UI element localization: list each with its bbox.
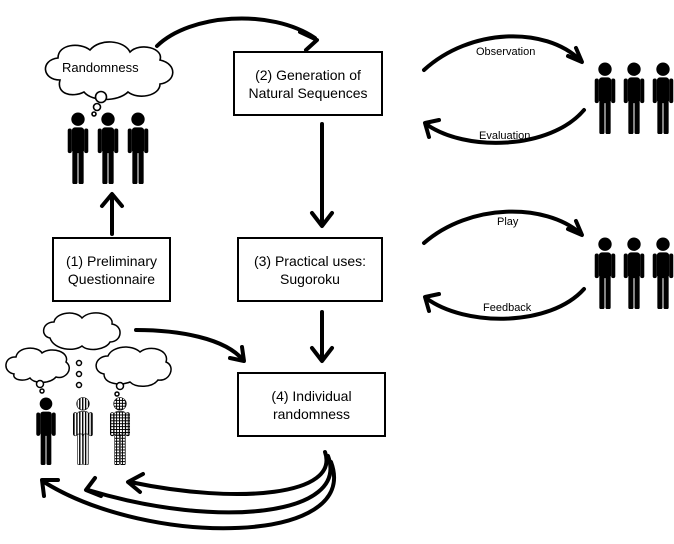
small-cloud-center [42, 312, 121, 351]
arrow-return-striped [86, 454, 333, 515]
observer-group-icon [594, 62, 674, 134]
arrow-observation [422, 34, 582, 72]
arrow-evaluation-head [423, 118, 441, 139]
arrow-return-solid [42, 460, 336, 531]
generation-line1: (2) Generation of [255, 66, 361, 83]
individual-line1: (4) Individual [271, 387, 352, 404]
arrow-return-grid [128, 450, 329, 497]
small-cloud-left [5, 347, 70, 384]
arrow-return-solid-head [40, 478, 60, 498]
observation-label: Observation [476, 46, 536, 58]
arrow-generation-to-practical-head [310, 211, 334, 228]
preliminary-questionnaire-box: (1) Preliminary Questionnaire [52, 237, 171, 302]
individual-grid-icon [109, 397, 131, 465]
arrow-play-head [566, 219, 584, 237]
arrow-practical-to-individual-head [310, 346, 334, 363]
thought-label: Randomness [62, 60, 139, 75]
individual-thought-clouds [5, 312, 172, 397]
arrow-feedback-head [423, 292, 441, 313]
arrow-individuals-to-individual-head [228, 345, 246, 363]
feedback-label: Feedback [483, 302, 532, 314]
arrow-observation-head [566, 46, 584, 64]
arrow-individuals-to-individual [134, 328, 245, 362]
practical-uses-box: (3) Practical uses: Sugoroku [237, 237, 383, 302]
ellipsis-dots [75, 359, 83, 389]
arrow-return-striped-head [84, 476, 103, 498]
practical-line2: Sugoroku [280, 270, 340, 287]
individual-line2: randomness [272, 405, 351, 422]
arrow-cloud-to-generation [155, 16, 317, 48]
generation-box: (2) Generation of Natural Sequences [233, 51, 383, 116]
generation-line2: Natural Sequences [248, 84, 368, 101]
arrow-feedback [424, 287, 586, 321]
arrow-cloud-to-generation-head [298, 30, 319, 52]
preliminary-group-icon [67, 112, 149, 184]
individual-randomness-box: (4) Individual randomness [237, 372, 386, 437]
individual-solid-icon [36, 397, 56, 465]
player-group-icon [594, 237, 674, 309]
randomness-thought-cloud [44, 41, 174, 117]
preliminary-line2: Questionnaire [67, 270, 156, 287]
preliminary-line1: (1) Preliminary [65, 252, 157, 269]
arrow-return-grid-head [126, 472, 145, 494]
play-label: Play [497, 216, 519, 228]
arrow-play [422, 209, 582, 245]
arrow-evaluation [424, 108, 586, 145]
evaluation-label: Evaluation [479, 130, 531, 142]
arrow-preliminary-to-group-head [100, 192, 124, 208]
small-cloud-right [95, 346, 172, 387]
individual-striped-icon [72, 397, 94, 465]
practical-line1: (3) Practical uses: [253, 252, 367, 269]
